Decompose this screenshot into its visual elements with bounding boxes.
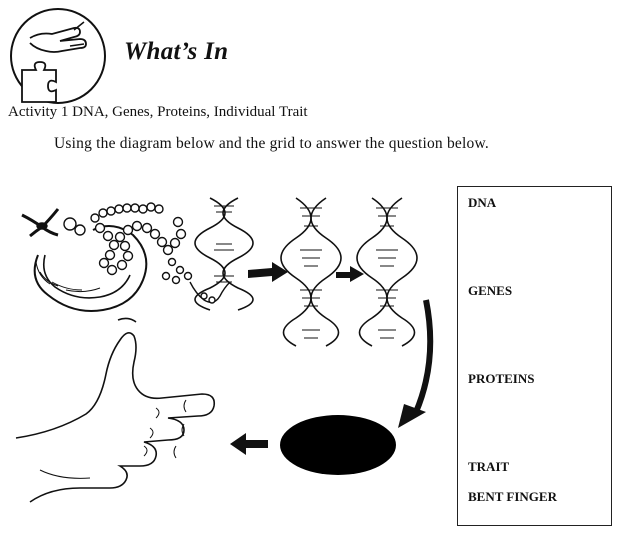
instruction-text: Using the diagram below and the grid to … <box>54 135 489 152</box>
arrow-left-icon <box>230 433 268 455</box>
grid-label-bent-finger: BENT FINGER <box>468 489 557 504</box>
arrow-right-icon <box>336 266 364 282</box>
answer-grid: DNA GENES PROTEINS TRAIT BENT FINGER <box>457 186 612 526</box>
page-title: What’s In <box>124 38 229 65</box>
grid-label-genes: GENES <box>468 283 513 298</box>
arrow-right-icon <box>248 262 288 282</box>
grid-label-dna: DNA <box>468 195 497 210</box>
arrow-curved-down-head <box>398 404 426 428</box>
hand-puzzle-icon <box>10 8 106 104</box>
dna-helix-icon <box>194 197 254 311</box>
activity-heading: Activity 1 DNA, Genes, Proteins, Individ… <box>8 104 308 120</box>
grid-label-trait: TRAIT <box>468 459 510 474</box>
arrow-curved-down-icon <box>413 299 434 414</box>
thumb-hand-icon <box>15 317 216 503</box>
black-oval <box>280 415 396 475</box>
grid-label-proteins: PROTEINS <box>468 371 535 386</box>
dna-helix-icon <box>280 197 342 347</box>
chromosome-icon <box>21 202 231 312</box>
dna-helix-icon <box>356 197 418 347</box>
